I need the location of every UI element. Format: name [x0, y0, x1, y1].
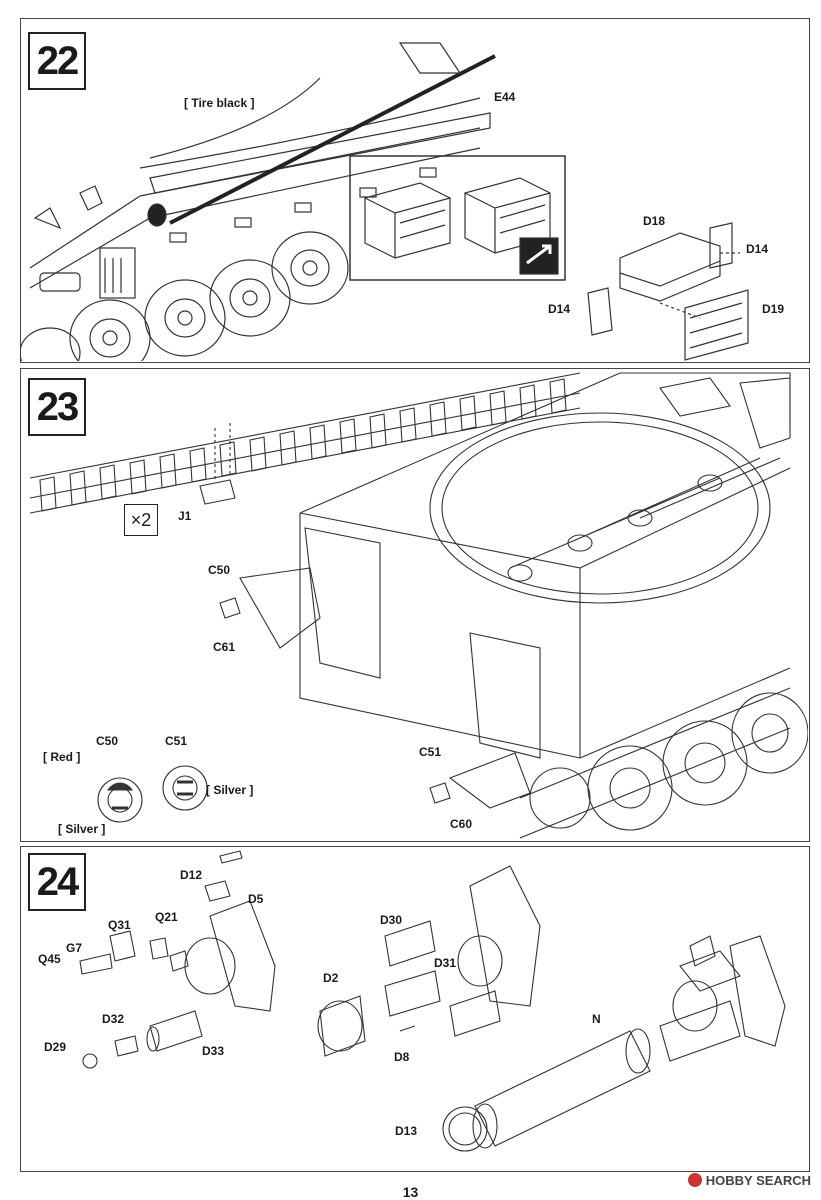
- part-label-d29: D29: [44, 1040, 67, 1054]
- page-number: 13: [402, 1184, 419, 1200]
- step-24-number: 24: [28, 853, 86, 911]
- quantity-multiplier: ×2: [124, 504, 158, 536]
- part-label-d30: D30: [380, 913, 403, 927]
- paint-label-silver-left: [ Silver ]: [58, 822, 106, 836]
- part-label-d18: D18: [643, 214, 666, 228]
- part-label-c61: C61: [213, 640, 236, 654]
- paint-label-tire-black: [ Tire black ]: [184, 96, 255, 110]
- part-label-d13: D13: [395, 1124, 418, 1138]
- step-22-number: 22: [28, 32, 86, 90]
- part-label-d2: D2: [323, 971, 339, 985]
- part-label-j1: J1: [178, 509, 192, 523]
- part-label-d12: D12: [180, 868, 203, 882]
- part-label-c60: C60: [450, 817, 473, 831]
- step-24-illustration: [79, 850, 786, 1152]
- part-label-e44: E44: [494, 90, 516, 104]
- part-label-q21: Q21: [155, 910, 178, 924]
- part-label-d5: D5: [248, 892, 264, 906]
- part-label-d31: D31: [434, 956, 457, 970]
- part-label-n: N: [592, 1012, 601, 1026]
- part-label-d14-right: D14: [746, 242, 769, 256]
- part-label-d32: D32: [102, 1012, 125, 1026]
- paint-label-silver-right: [ Silver ]: [206, 783, 254, 797]
- step-23-illustration: [29, 372, 808, 839]
- part-label-q45: Q45: [38, 952, 61, 966]
- part-label-g7: G7: [66, 941, 83, 955]
- part-label-d33: D33: [202, 1044, 225, 1058]
- part-label-q31: Q31: [108, 918, 131, 932]
- part-label-d19: D19: [762, 302, 785, 316]
- part-label-c50: C50: [208, 563, 231, 577]
- step-23-number: 23: [28, 378, 86, 436]
- step-24-panel: [20, 846, 810, 1172]
- part-label-d8: D8: [394, 1050, 410, 1064]
- step-22-illustration: [20, 42, 749, 361]
- watermark-logo-icon: [687, 1173, 702, 1187]
- part-label-c51: C51: [419, 745, 442, 759]
- part-label-d14-left: D14: [548, 302, 571, 316]
- step-22-panel: [20, 18, 810, 363]
- detail-label-c50: C50: [96, 734, 119, 748]
- watermark: HOBBY SEARCH: [687, 1173, 811, 1188]
- paint-label-red: [ Red ]: [43, 750, 81, 764]
- detail-label-c51: C51: [165, 734, 188, 748]
- step-23-panel: [20, 368, 810, 842]
- watermark-text: HOBBY SEARCH: [705, 1173, 811, 1188]
